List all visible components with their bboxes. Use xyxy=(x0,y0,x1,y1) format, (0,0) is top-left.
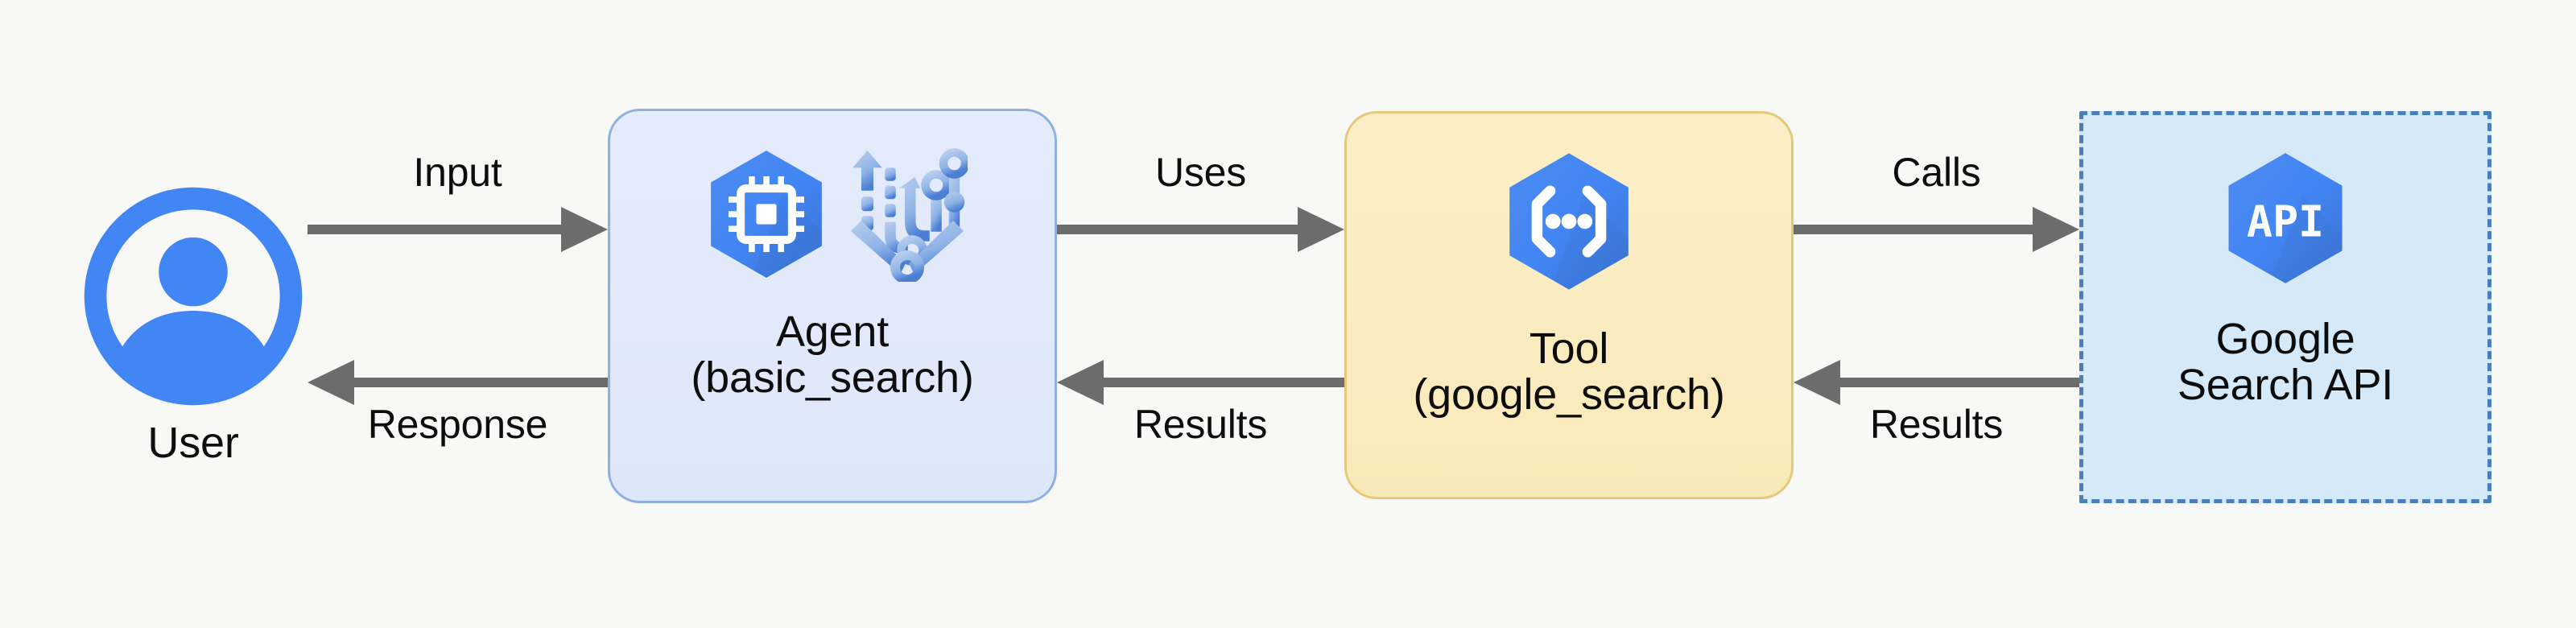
arrow-head-right-icon xyxy=(1298,207,1344,252)
node-api-label-line1: Google xyxy=(2215,315,2355,363)
node-agent-label-line1: Agent xyxy=(775,308,890,356)
cpu-hexagon-icon xyxy=(711,151,822,278)
arrow-head-left-icon xyxy=(1057,360,1104,405)
user-avatar-icon xyxy=(84,187,303,406)
api-hexagon-icon: API xyxy=(2228,153,2343,283)
node-tool-label-line1: Tool xyxy=(1529,324,1609,373)
arrow-head-left-icon xyxy=(308,360,354,405)
edge-label-results-tool-agent: Results xyxy=(1133,402,1268,447)
arrow-head-right-icon xyxy=(2033,207,2079,252)
node-google-search-api[interactable]: API Google Search API xyxy=(2079,111,2491,503)
arrow-head-left-icon xyxy=(1794,360,1840,405)
api-brackets-hexagon-icon xyxy=(1509,153,1629,290)
arrow-shaft xyxy=(1057,225,1304,234)
arrow-shaft xyxy=(348,378,608,387)
edge-label-input: Input xyxy=(413,150,502,195)
edge-label-results-api-tool: Results xyxy=(1869,402,2004,447)
api-icon-row: API xyxy=(2214,149,2357,287)
node-agent-label: Agent (basic_search) xyxy=(691,308,974,403)
node-tool-label-line2: (google_search) xyxy=(1413,370,1725,419)
tool-icon-row xyxy=(1494,149,1644,294)
node-agent-label-line2: (basic_search) xyxy=(691,353,974,403)
node-agent[interactable]: Agent (basic_search) xyxy=(608,109,1057,503)
edge-label-calls: Calls xyxy=(1892,150,1981,195)
arrow-shaft xyxy=(1097,378,1344,387)
node-tool[interactable]: Tool (google_search) xyxy=(1344,111,1794,499)
arrow-head-right-icon xyxy=(561,207,608,252)
agent-icon-row xyxy=(697,147,968,282)
node-tool-label: Tool (google_search) xyxy=(1413,324,1725,419)
edge-label-response: Response xyxy=(367,402,548,447)
edge-label-uses: Uses xyxy=(1154,150,1247,195)
node-api-label-line2: Search API xyxy=(2177,361,2394,410)
arrow-shaft xyxy=(1794,225,2039,234)
node-google-search-api-label: Google Search API xyxy=(2178,316,2393,408)
api-hexagon-text: API xyxy=(2247,196,2324,246)
node-user[interactable]: User xyxy=(48,185,338,523)
arrow-shaft xyxy=(308,225,568,234)
node-user-label: User xyxy=(147,419,239,467)
arrow-shaft xyxy=(1834,378,2079,387)
workflow-orchestration-icon xyxy=(850,148,968,282)
